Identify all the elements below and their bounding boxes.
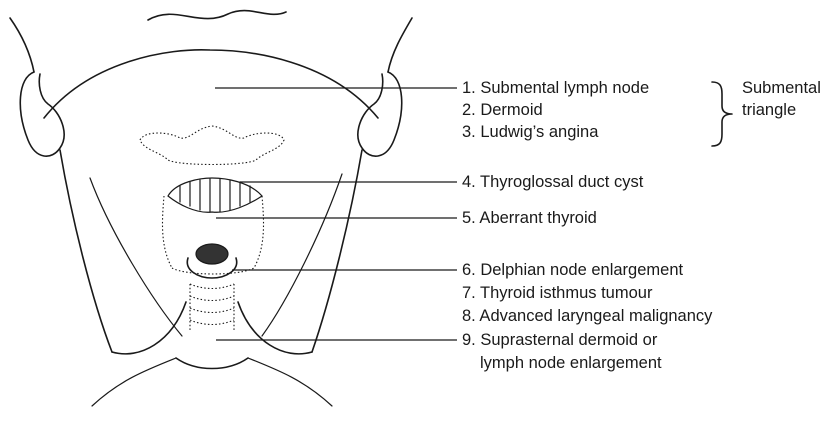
tracheal-rings — [190, 284, 234, 330]
left-neck-side — [60, 150, 112, 352]
submental-triangle-label-line1: Submental — [742, 80, 821, 97]
left-face-outline — [10, 18, 34, 72]
thyroglossal-cyst — [168, 178, 262, 212]
head-top-outline — [148, 11, 286, 20]
label-thyroid-isthmus-tumour: 7. Thyroid isthmus tumour — [462, 285, 652, 302]
label-aberrant-thyroid: 5. Aberrant thyroid — [462, 210, 597, 227]
right-shoulder-line — [248, 358, 332, 406]
left-ear — [20, 72, 64, 156]
jaw-outline — [44, 50, 378, 118]
label-suprasternal-dermoid: 9. Suprasternal dermoid or — [462, 332, 657, 349]
right-neck-side — [312, 150, 362, 352]
right-face-outline — [388, 18, 412, 72]
label-dermoid: 2. Dermoid — [462, 102, 543, 119]
submental-triangle-label-line2: triangle — [742, 102, 796, 119]
label-suprasternal-continuation: lymph node enlargement — [480, 355, 662, 372]
label-thyroglossal-duct-cyst: 4. Thyroglossal duct cyst — [462, 174, 643, 191]
label-laryngeal-malignancy: 8. Advanced laryngeal malignancy — [462, 308, 712, 325]
label-ludwigs-angina: 3. Ludwig’s angina — [462, 124, 598, 141]
submental-brace — [712, 82, 732, 146]
right-ear — [358, 72, 402, 156]
left-shoulder-line — [92, 358, 176, 406]
label-delphian-node: 6. Delphian node enlargement — [462, 262, 683, 279]
right-clavicle — [238, 302, 312, 354]
hyoid-bone — [140, 126, 284, 165]
label-submental-lymph-node: 1. Submental lymph node — [462, 80, 649, 97]
right-sternomastoid — [262, 174, 342, 336]
suprasternal-notch — [176, 358, 248, 369]
left-sternomastoid — [90, 178, 182, 336]
delphian-node — [196, 244, 228, 264]
